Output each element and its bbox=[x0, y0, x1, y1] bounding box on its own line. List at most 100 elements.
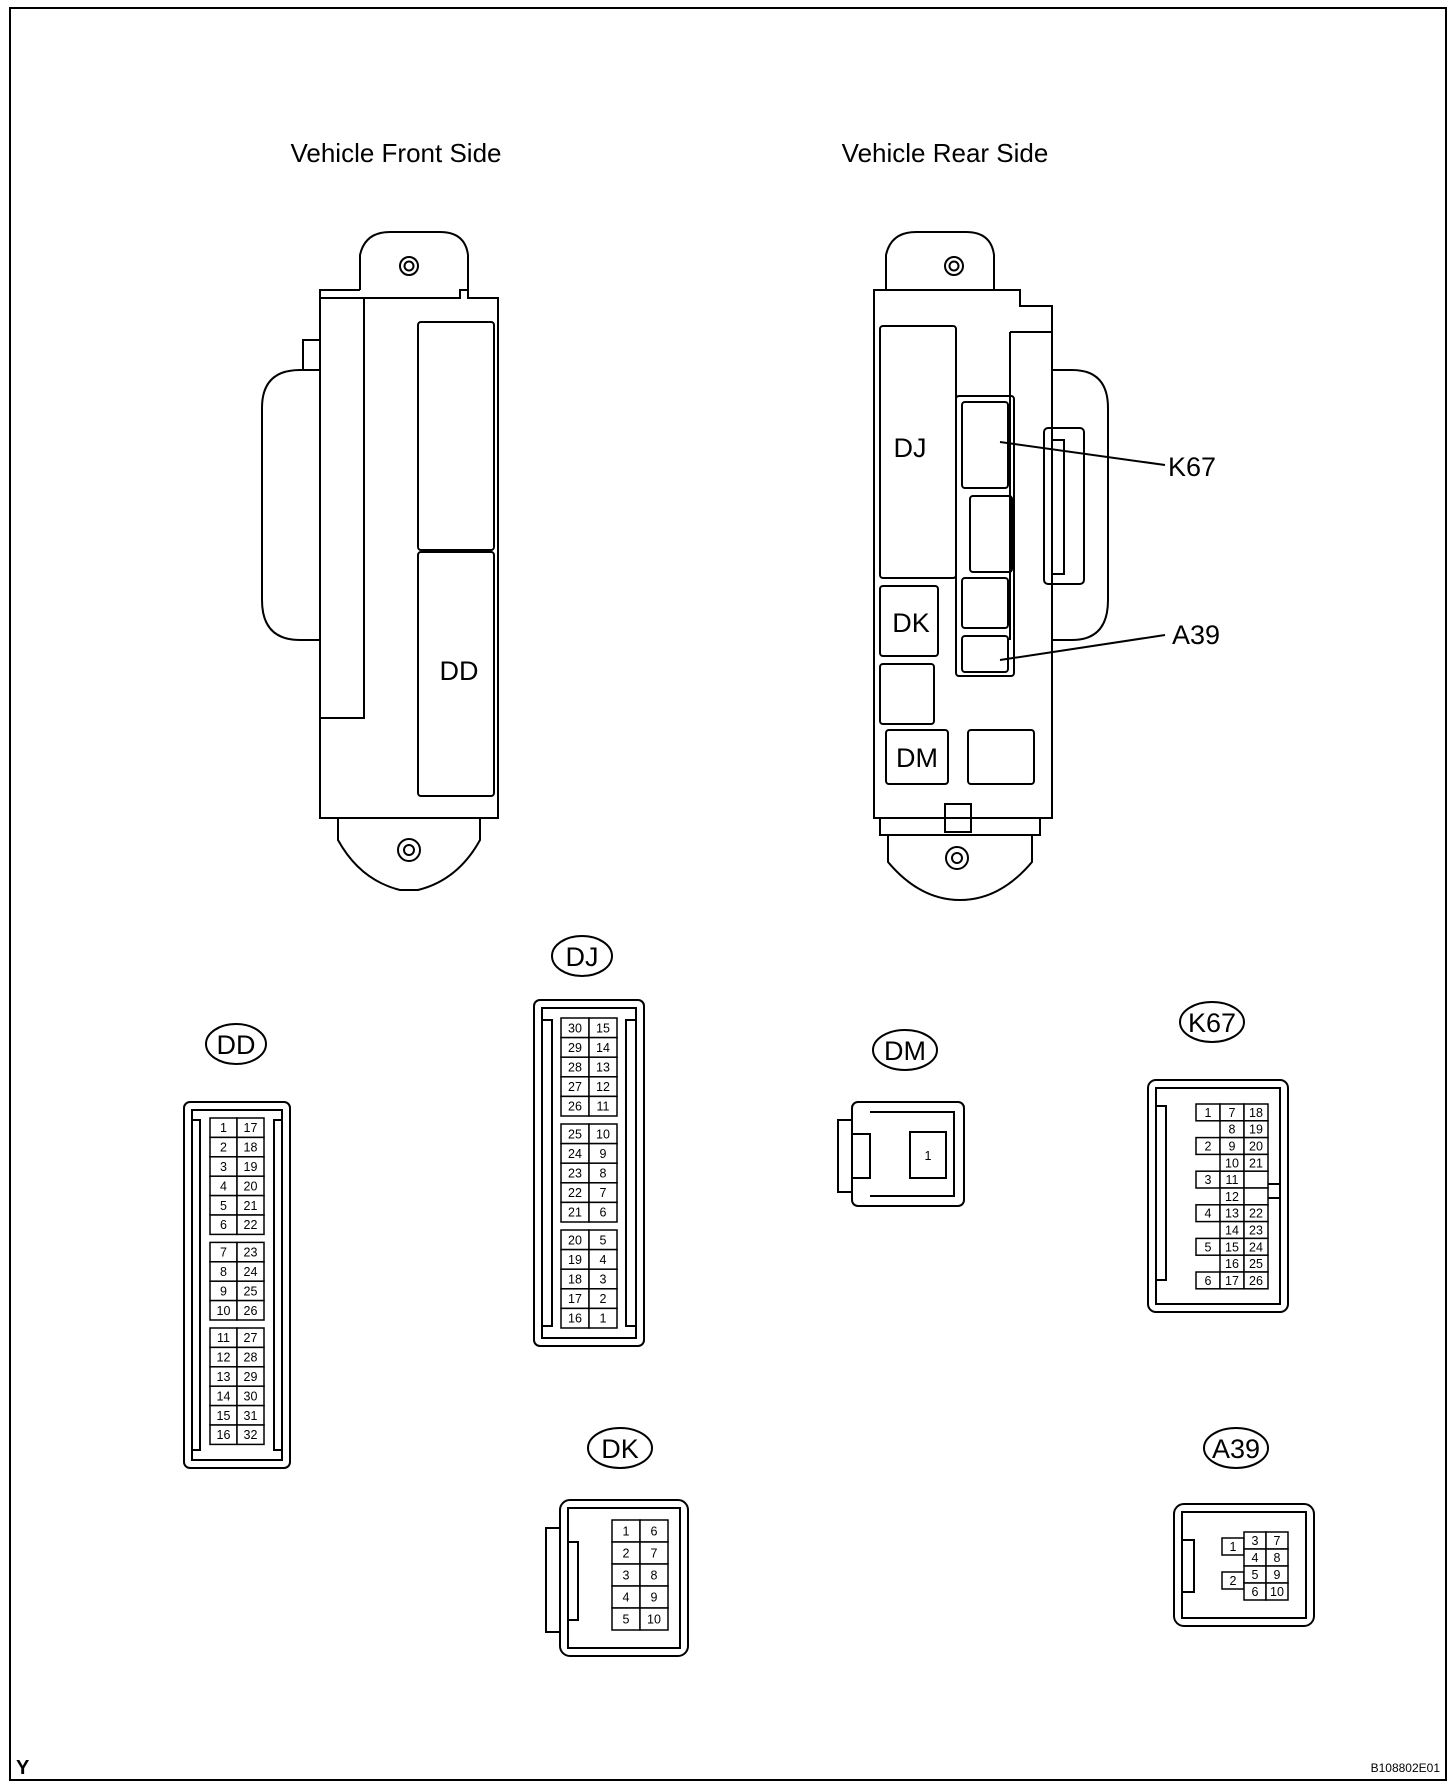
k67-pin-9: 9 bbox=[1229, 1140, 1236, 1154]
dj-pin-21: 21 bbox=[568, 1206, 582, 1220]
connector-a39-tag: A39 bbox=[1212, 1434, 1260, 1464]
dj-pin-16: 16 bbox=[568, 1312, 582, 1326]
k67-pin-2: 2 bbox=[1205, 1140, 1212, 1154]
dd-pin-2: 2 bbox=[220, 1141, 227, 1155]
dd-pin-19: 19 bbox=[244, 1160, 258, 1174]
connector-dm-tag: DM bbox=[884, 1036, 926, 1066]
a39-pin-10-cell bbox=[1265, 1582, 1289, 1601]
k67-pin-5: 5 bbox=[1205, 1240, 1212, 1254]
dj-pin-13: 13 bbox=[596, 1061, 610, 1075]
dd-pin-9: 9 bbox=[220, 1284, 227, 1298]
a39-pin-4: 4 bbox=[1252, 1551, 1259, 1565]
k67-pin-17: 17 bbox=[1225, 1274, 1239, 1288]
dd-pin-5: 5 bbox=[220, 1199, 227, 1213]
dj-pin-3: 3 bbox=[600, 1273, 607, 1287]
dj-pin-15: 15 bbox=[596, 1021, 610, 1035]
k67-pin-3: 3 bbox=[1205, 1173, 1212, 1187]
dj-pin-28: 28 bbox=[568, 1061, 582, 1075]
k67-pin-6: 6 bbox=[1205, 1274, 1212, 1288]
dj-pin-19: 19 bbox=[568, 1253, 582, 1267]
dk-pin-2: 2 bbox=[623, 1547, 630, 1561]
dd-pin-22-cell bbox=[236, 1214, 265, 1236]
connector-dm: DM 1 bbox=[837, 1029, 965, 1207]
k67-pin-18: 18 bbox=[1249, 1106, 1263, 1120]
rear-k67-label: K67 bbox=[1168, 452, 1216, 482]
dd-pin-29: 29 bbox=[244, 1370, 258, 1384]
dd-pin-22: 22 bbox=[244, 1218, 258, 1232]
k67-pin-25: 25 bbox=[1249, 1257, 1263, 1271]
rear-a39-label: A39 bbox=[1172, 620, 1220, 650]
dj-pin-8: 8 bbox=[600, 1167, 607, 1181]
dj-pin-5: 5 bbox=[600, 1233, 607, 1247]
k67-pin-26-cell bbox=[1243, 1271, 1269, 1290]
dj-pin-10: 10 bbox=[596, 1127, 610, 1141]
k67-pin-12: 12 bbox=[1225, 1190, 1239, 1204]
dk-pin-3: 3 bbox=[623, 1569, 630, 1583]
k67-pin-7: 7 bbox=[1229, 1106, 1236, 1120]
k67-pin-14: 14 bbox=[1225, 1224, 1239, 1238]
dj-pin-30: 30 bbox=[568, 1021, 582, 1035]
dj-pin-2: 2 bbox=[600, 1292, 607, 1306]
a39-pin-9: 9 bbox=[1274, 1568, 1281, 1582]
a39-pin-1: 1 bbox=[1230, 1540, 1237, 1554]
footer-left-mark: Y bbox=[16, 1757, 30, 1779]
dd-pin-32: 32 bbox=[244, 1428, 258, 1442]
dd-pin-25: 25 bbox=[244, 1284, 258, 1298]
k67-empty-5-2-cell bbox=[1243, 1187, 1269, 1206]
dk-pin-7: 7 bbox=[651, 1547, 658, 1561]
dd-pin-27: 27 bbox=[244, 1331, 258, 1345]
dj-pin-6: 6 bbox=[600, 1206, 607, 1220]
dj-pin-25: 25 bbox=[568, 1127, 582, 1141]
dj-pin-26: 26 bbox=[568, 1100, 582, 1114]
a39-pin-7: 7 bbox=[1274, 1534, 1281, 1548]
dd-pin-31: 31 bbox=[244, 1409, 258, 1423]
dj-pin-11-cell bbox=[588, 1095, 618, 1117]
a39-pin-5: 5 bbox=[1252, 1568, 1259, 1582]
dd-pin-3: 3 bbox=[220, 1160, 227, 1174]
rear-dk-label: DK bbox=[892, 608, 930, 638]
dd-pin-20: 20 bbox=[244, 1179, 258, 1193]
dj-pin-4: 4 bbox=[600, 1253, 607, 1267]
k67-pin-11: 11 bbox=[1226, 1173, 1239, 1187]
dk-pin-8: 8 bbox=[651, 1569, 658, 1583]
dd-pin-4: 4 bbox=[220, 1179, 227, 1193]
k67-pin-15: 15 bbox=[1225, 1240, 1239, 1254]
dd-pin-6: 6 bbox=[220, 1218, 227, 1232]
dd-pin-16: 16 bbox=[217, 1428, 231, 1442]
dd-pin-17: 17 bbox=[244, 1121, 258, 1135]
k67-pin-24: 24 bbox=[1249, 1240, 1263, 1254]
dk-pin-5: 5 bbox=[623, 1613, 630, 1627]
k67-pin-10: 10 bbox=[1225, 1156, 1239, 1170]
dj-pin-24: 24 bbox=[568, 1147, 582, 1161]
dd-pin-15: 15 bbox=[217, 1409, 231, 1423]
dd-pin-28: 28 bbox=[244, 1351, 258, 1365]
dd-pin-13: 13 bbox=[217, 1370, 231, 1384]
k67-pin-22: 22 bbox=[1249, 1207, 1263, 1221]
k67-pin-4: 4 bbox=[1205, 1207, 1212, 1221]
k67-pin-26: 26 bbox=[1249, 1274, 1263, 1288]
connector-dj-tag: DJ bbox=[566, 942, 599, 972]
dj-pin-18: 18 bbox=[568, 1273, 582, 1287]
dd-pin-11: 11 bbox=[217, 1331, 230, 1345]
dj-pin-9: 9 bbox=[600, 1147, 607, 1161]
connector-dd-tag: DD bbox=[217, 1030, 256, 1060]
dj-pin-1: 1 bbox=[600, 1312, 607, 1326]
connector-dk-tag: DK bbox=[601, 1434, 639, 1464]
dj-pin-20: 20 bbox=[568, 1233, 582, 1247]
dk-pin-1: 1 bbox=[623, 1525, 630, 1539]
dd-pin-7: 7 bbox=[220, 1246, 227, 1260]
k67-pin-16: 16 bbox=[1225, 1257, 1239, 1271]
dd-pin-32-cell bbox=[236, 1424, 265, 1446]
a39-pin-10: 10 bbox=[1270, 1585, 1284, 1599]
a39-pin-3: 3 bbox=[1252, 1534, 1259, 1548]
front-junction-block bbox=[261, 231, 499, 891]
dj-pin-1-cell bbox=[588, 1307, 618, 1329]
connector-k67-tag: K67 bbox=[1188, 1008, 1236, 1038]
